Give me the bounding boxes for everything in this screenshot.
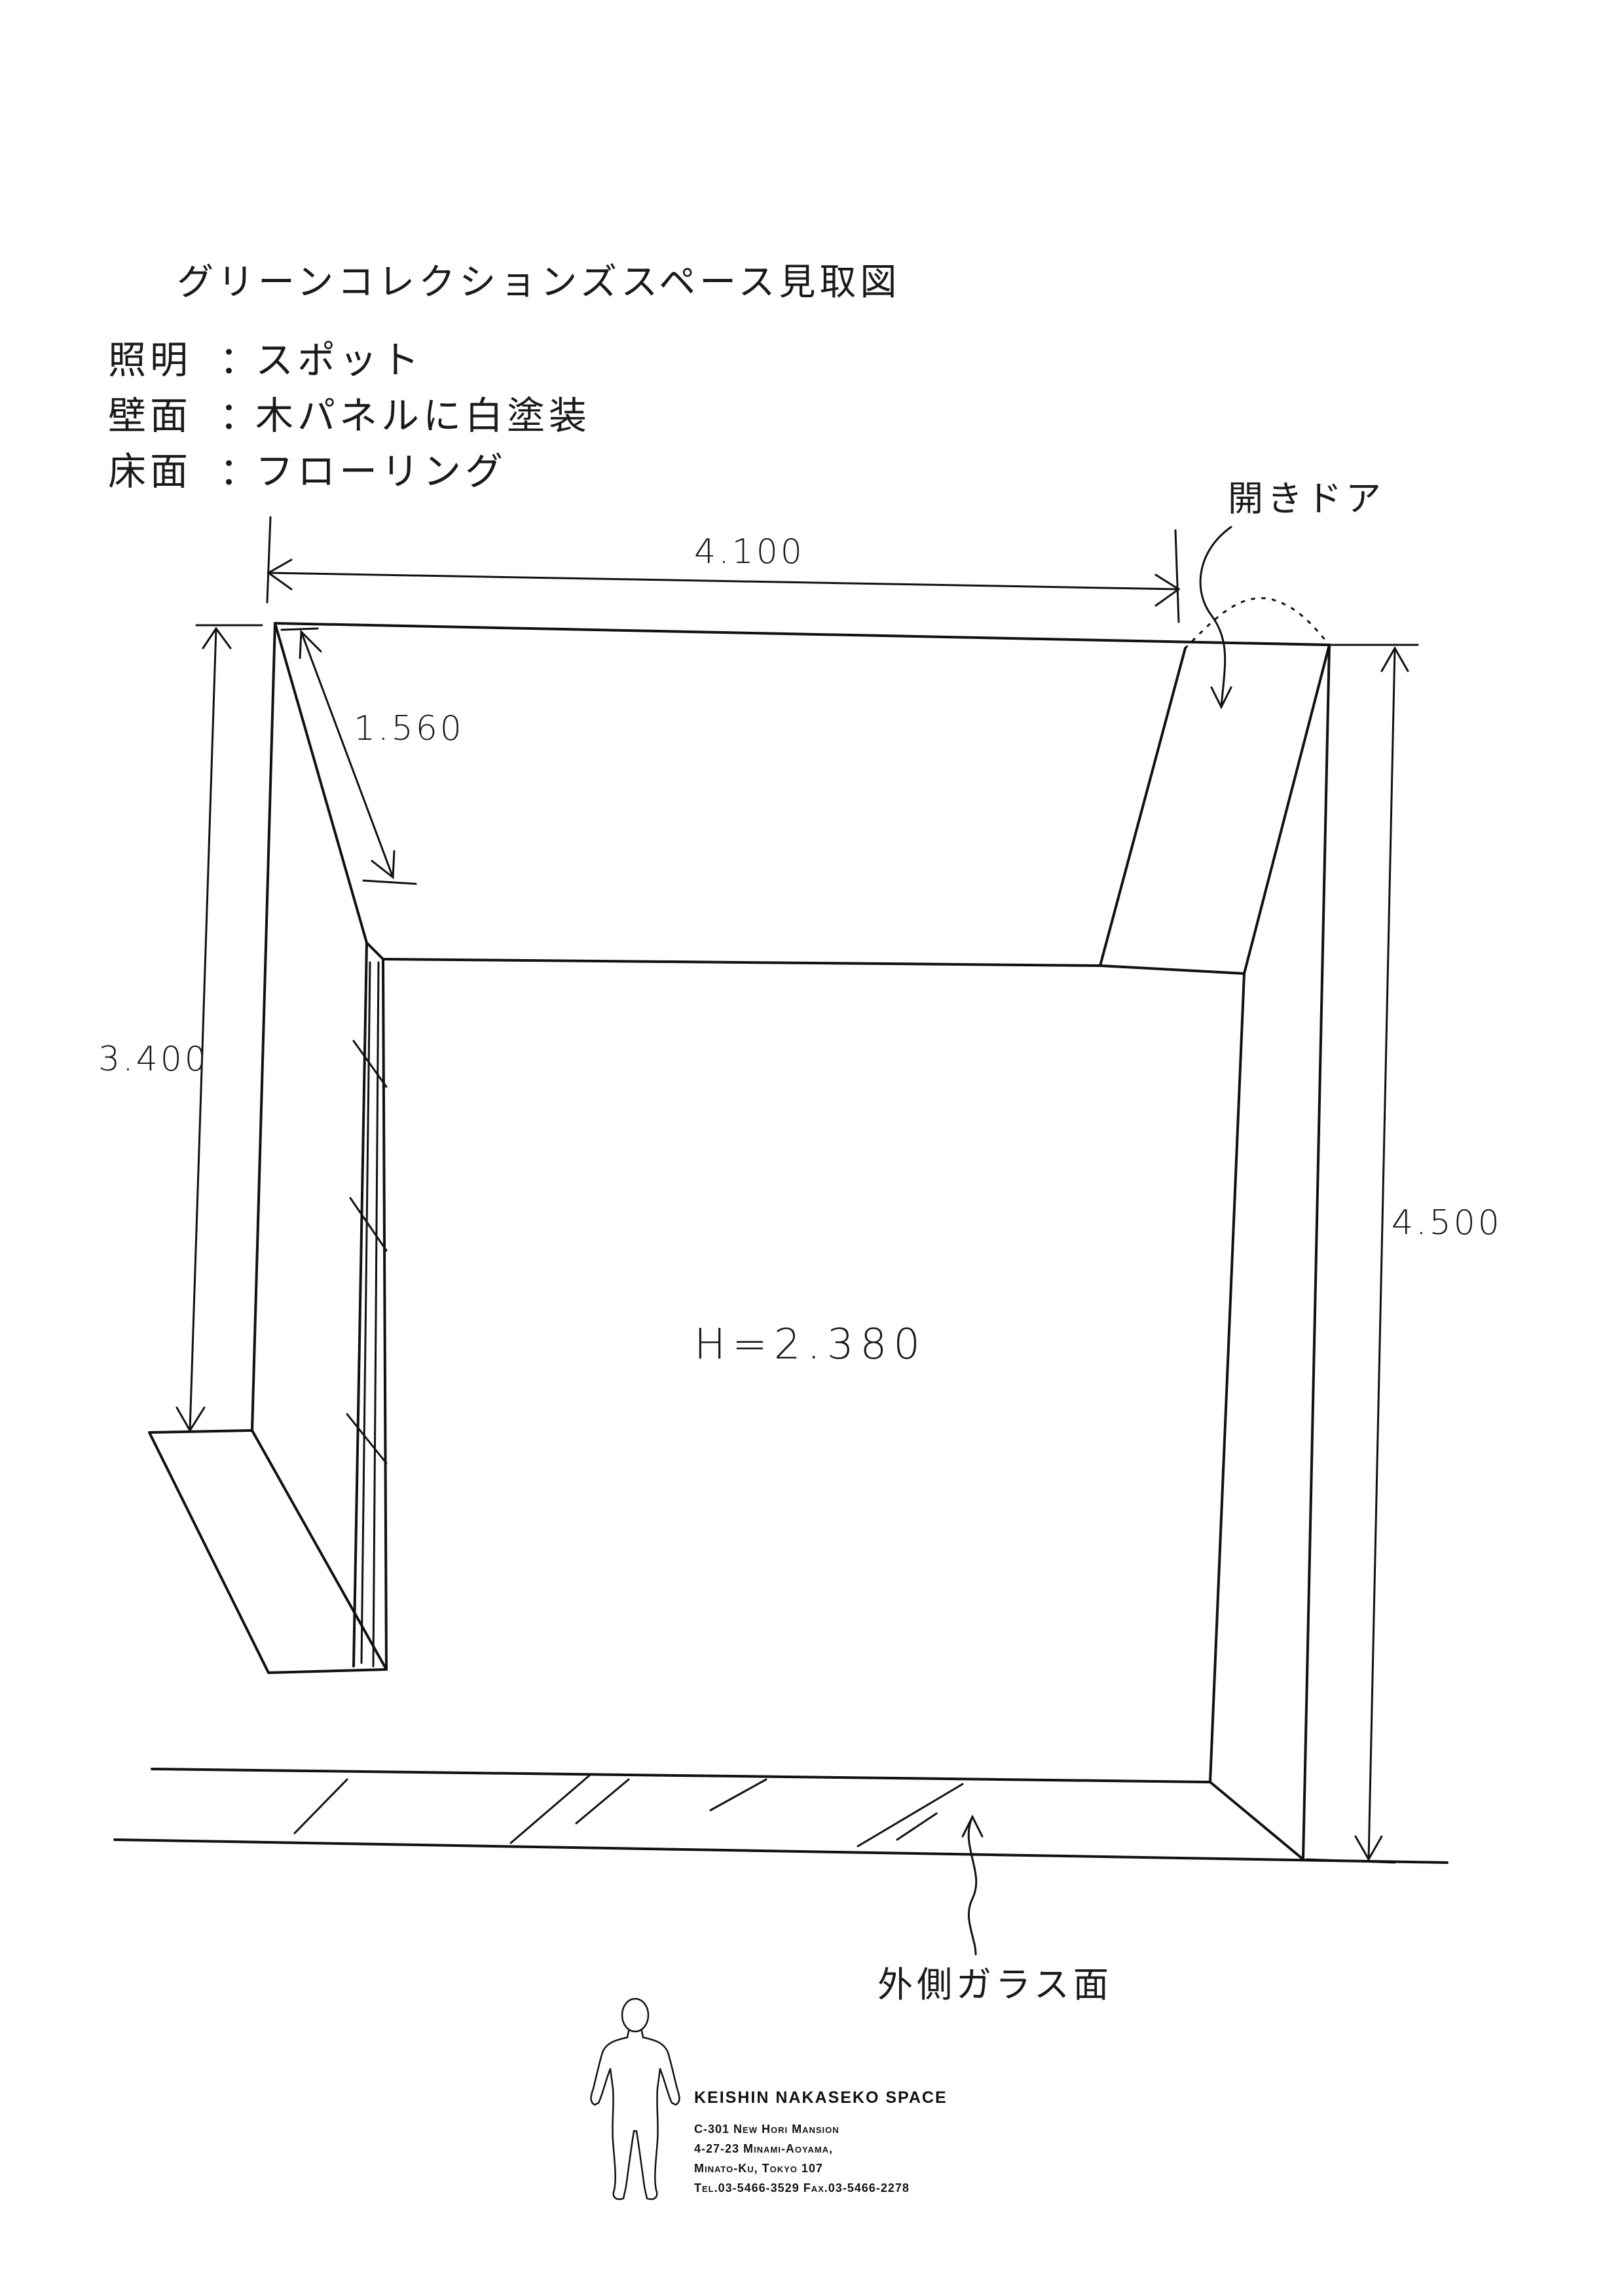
studio-info: KEISHIN NAKASEKO SPACE C-301 New Hori Ma… <box>694 2088 1061 2198</box>
glass-hatch-4 <box>709 1778 767 1812</box>
left-wall-inner-2 <box>382 958 388 1671</box>
right-depth-arrow-top <box>1380 646 1409 672</box>
glass-top-line <box>151 1768 1211 1783</box>
studio-contact-line: Tel.03-5466-3529 Fax.03-5466-2278 <box>694 2181 910 2195</box>
door-dim-arrow-top <box>299 629 322 659</box>
studio-name: KEISHIN NAKASEKO SPACE <box>694 2088 948 2107</box>
glass-hatch-3 <box>575 1778 630 1825</box>
right-wall-inner <box>1209 972 1246 1783</box>
left-depth-label: 3.400 <box>98 1040 209 1079</box>
spec-floor: 床面 ： フローリング <box>108 449 507 494</box>
door-swing-arc <box>1184 597 1331 649</box>
width-dim-line <box>267 572 1180 591</box>
left-wall-slash-1 <box>352 1040 388 1088</box>
back-wall-line <box>274 622 1331 646</box>
spec-floor-label: 床面 <box>108 449 192 494</box>
studio-address-line-3: Minato-Ku, Tokyo 107 <box>694 2162 823 2175</box>
glass-hatch-6 <box>896 1812 938 1841</box>
human-silhouette-icon <box>590 1997 680 2200</box>
ceiling-height-label: H=2.380 <box>694 1321 927 1369</box>
right-depth-line <box>1367 647 1396 1861</box>
left-wall-slash-2 <box>349 1197 388 1252</box>
spec-lighting-value: スポット <box>255 338 423 382</box>
door-dim-tick-top <box>280 627 319 631</box>
plan-title: グリーンコレクションズスペース見取図 <box>177 261 900 304</box>
leader-lines <box>961 526 1331 1956</box>
door-width-label: 1.560 <box>354 709 464 748</box>
width-arrow-right <box>1154 574 1181 607</box>
spec-floor-value: フローリング <box>255 449 507 494</box>
left-depth-arrow-top <box>202 627 232 649</box>
left-block <box>148 1429 388 1674</box>
spec-wall: 壁面 ： 木パネルに白塗装 <box>108 393 591 438</box>
left-wall-inner <box>352 941 368 1667</box>
door-dim-tick-bottom <box>362 879 417 885</box>
spec-lighting-label: 照明 <box>108 338 192 382</box>
left-wall-panel-line-2 <box>372 961 380 1667</box>
left-wall-panel-line-1 <box>360 961 371 1664</box>
spec-lighting: 照明 ： スポット <box>108 338 423 382</box>
door-note: 開きドア <box>1228 478 1385 519</box>
right-wall-bottom-diagonal <box>1209 1781 1304 1861</box>
width-tick-left <box>266 516 272 604</box>
studio-address-line-1: C-301 New Hori Mansion <box>694 2123 840 2136</box>
right-depth-tick-bottom <box>1305 1858 1396 1864</box>
glass-bottom-line <box>113 1838 1449 1864</box>
glass-leader-arrow <box>961 1814 984 1838</box>
studio-stamp: KEISHIN NAKASEKO SPACE C-301 New Hori Ma… <box>576 1990 1074 2206</box>
right-wall-top-diagonal <box>1243 644 1331 975</box>
left-wall-diagonal <box>274 622 368 944</box>
studio-address-line-2: 4-27-23 Minami-Aoyama, <box>694 2142 834 2155</box>
dimension-lines <box>175 516 1419 1864</box>
glass-hatch-1 <box>293 1778 348 1834</box>
spec-wall-value: 木パネルに白塗装 <box>255 393 591 438</box>
glass-hatch-5 <box>857 1783 964 1848</box>
door-dim-arrow-bottom <box>371 850 396 879</box>
spec-wall-sep: ： <box>219 393 261 438</box>
glass-note: 外側ガラス面 <box>877 1964 1113 2005</box>
right-wall-outer <box>1302 644 1331 1861</box>
left-wall-slash-3 <box>346 1413 388 1465</box>
left-wall-outer <box>251 622 276 1432</box>
door-leader <box>1199 526 1232 708</box>
glass-hatch-2 <box>509 1774 591 1844</box>
left-depth-arrow-bottom <box>175 1406 206 1432</box>
right-depth-label: 4.500 <box>1392 1203 1502 1243</box>
right-depth-arrow-bottom <box>1354 1835 1383 1862</box>
door-dim-line <box>300 630 394 879</box>
glass-leader <box>967 1815 978 1956</box>
width-dimension-label: 4.100 <box>694 532 805 572</box>
spec-wall-label: 壁面 <box>108 393 192 438</box>
door-leader-arrow <box>1210 686 1232 710</box>
inner-back-wall <box>365 941 1246 975</box>
width-tick-right <box>1174 529 1180 623</box>
width-arrow-left <box>267 558 293 591</box>
spec-lighting-sep: ： <box>219 338 261 382</box>
door-leaf <box>1099 647 1187 967</box>
left-depth-line <box>189 627 217 1432</box>
spec-floor-sep: ： <box>219 449 261 494</box>
room-outline <box>113 622 1449 1864</box>
